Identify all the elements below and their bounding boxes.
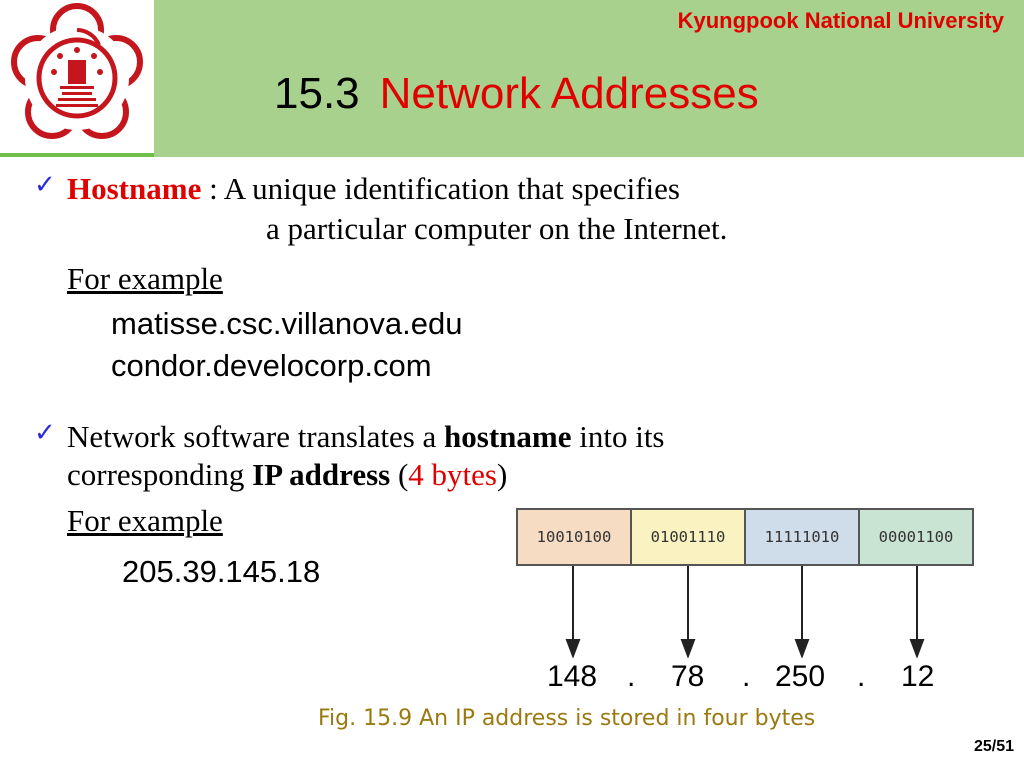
checkmark-icon: ✓	[34, 170, 56, 200]
university-name: Kyungpook National University	[677, 8, 1004, 33]
page-number: 25/51	[973, 738, 1014, 755]
byte-cell: 00001100	[860, 510, 972, 564]
dot-separator: .	[857, 660, 866, 693]
ip-example: 205.39.145.18	[122, 554, 321, 589]
arrow-head-icon	[909, 639, 925, 658]
byte-arrows	[565, 566, 925, 658]
hostname-example-2: condor.develocorp.com	[111, 348, 432, 383]
byte-cell: 10010100	[518, 510, 632, 564]
checkmark-icon: ✓	[34, 418, 56, 448]
figure-caption: Fig. 15.9 An IP address is stored in fou…	[318, 706, 816, 731]
arrow-head-icon	[680, 639, 696, 658]
section-title: Network Addresses	[379, 69, 759, 118]
hostname-term-bold: hostname	[444, 419, 572, 454]
decimal-byte-1: 148	[547, 660, 598, 693]
byte-cell: 11111010	[746, 510, 860, 564]
hostname-term: Hostname	[67, 171, 202, 206]
dot-separator: .	[742, 660, 751, 693]
decimal-byte-2: 78	[671, 660, 705, 693]
section-number: 15.3	[274, 69, 360, 118]
logo-underline	[0, 153, 154, 157]
hostname-definition: Hostname : A unique identification that …	[67, 171, 680, 206]
translation-text-line1: Network software translates a hostname i…	[67, 419, 665, 454]
arrow-head-icon	[794, 639, 810, 658]
example-label-2: For example	[67, 503, 223, 538]
decimal-byte-3: 250	[775, 660, 826, 693]
bytes-note: 4 bytes	[408, 457, 497, 492]
arrow-head-icon	[565, 639, 581, 658]
example-label-1: For example	[67, 261, 223, 296]
byte-cell: 01001110	[632, 510, 746, 564]
hostname-definition-cont: a particular computer on the Internet.	[266, 211, 728, 246]
hostname-example-1: matisse.csc.villanova.edu	[111, 306, 463, 341]
ip-bytes-figure: 10010100 01001110 11111010 00001100	[516, 508, 974, 566]
ip-address-term: IP address	[252, 457, 391, 492]
university-logo	[0, 0, 154, 155]
university-emblem-icon	[11, 3, 143, 139]
header-band: Kyungpook National University 15.3 Networ…	[154, 0, 1024, 157]
decimal-byte-4: 12	[901, 660, 935, 693]
slide-title: 15.3 Network Addresses	[274, 72, 759, 116]
dot-separator: .	[627, 660, 636, 693]
translation-text-line2: corresponding IP address (4 bytes)	[67, 457, 508, 492]
